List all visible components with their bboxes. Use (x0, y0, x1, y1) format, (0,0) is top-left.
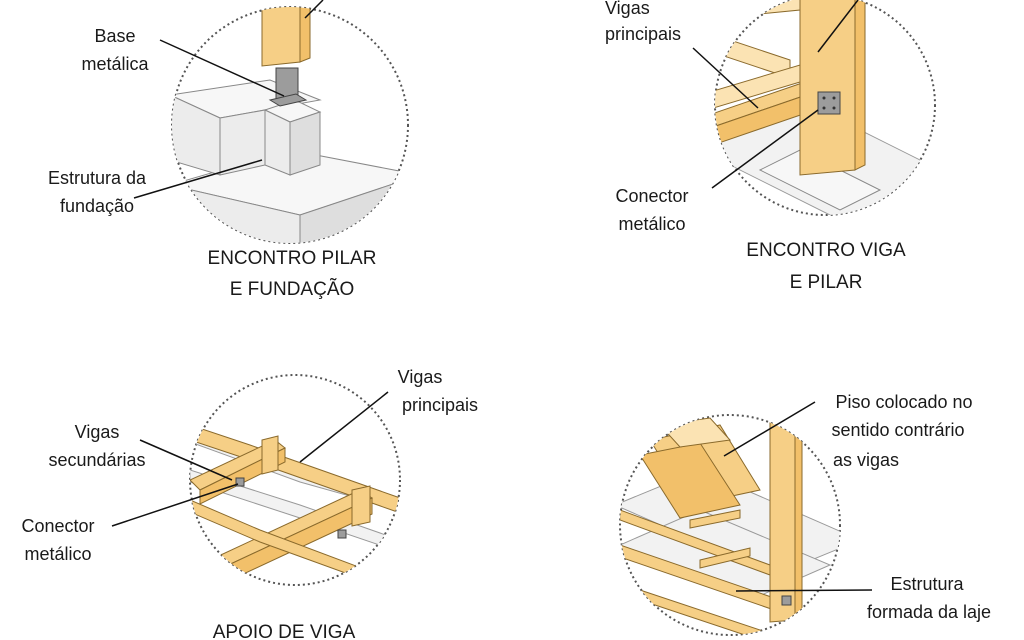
caption-line2: E FUNDAÇÃO (230, 278, 355, 300)
main-beams-label-line2: principais (402, 395, 478, 415)
floor-label-line2: sentido contrário (831, 420, 964, 440)
base-label-line2: metálica (81, 54, 149, 74)
foundation-leader (133, 159, 263, 199)
caption-line1: ENCONTRO PILAR (208, 248, 377, 269)
caption-line1: ENCONTRO VIGA (746, 240, 906, 261)
connector-label-line2: metálico (618, 214, 685, 234)
structure-label-line2: formada da laje (867, 602, 991, 622)
secondary-beams-leader (139, 439, 233, 481)
detail-beam-column: Vigas principais Conector metálico ENCON… (605, 0, 936, 293)
floor-label-line1: Piso colocado no (835, 392, 972, 412)
column-leader (304, 0, 324, 19)
beams-leader (692, 47, 759, 109)
structure-leader (735, 589, 873, 592)
structure-label-line1: Estrutura (890, 574, 964, 594)
beam-support-illustration (190, 424, 400, 585)
connector-label-line2: metálico (24, 544, 91, 564)
column-leader (817, 0, 859, 53)
detail-beam-support: Vigas principais Vigas secundárias Conec… (21, 367, 478, 640)
detail-column-foundation: Base metálica Estrutura da fundação ENCO… (48, 0, 409, 300)
base-label-line1: Base (94, 26, 135, 46)
foundation-label-line2: fundação (60, 196, 134, 216)
main-beams-label-line1: Vigas (398, 367, 443, 387)
beams-label-line2: principais (605, 24, 681, 44)
floor-leader (723, 401, 816, 457)
connector-leader (711, 109, 819, 189)
foundation-label-line1: Estrutura da (48, 168, 147, 188)
floor-label-line3: as vigas (833, 450, 899, 470)
caption-line2: E PILAR (790, 272, 863, 293)
connector-label-line1: Conector (615, 186, 688, 206)
connector-leader (111, 483, 239, 527)
base-leader (159, 39, 285, 97)
connector-label-line1: Conector (21, 516, 94, 536)
main-beams-leader (299, 391, 389, 463)
secondary-beams-label-line2: secundárias (48, 450, 145, 470)
floor-structure-illustration (620, 417, 840, 635)
beams-label-line1: Vigas (605, 0, 650, 18)
detail-floor-structure: Piso colocado no sentido contrário as vi… (619, 392, 991, 636)
secondary-beams-label-line1: Vigas (75, 422, 120, 442)
caption-line1: APOIO DE VIGA (213, 622, 356, 640)
